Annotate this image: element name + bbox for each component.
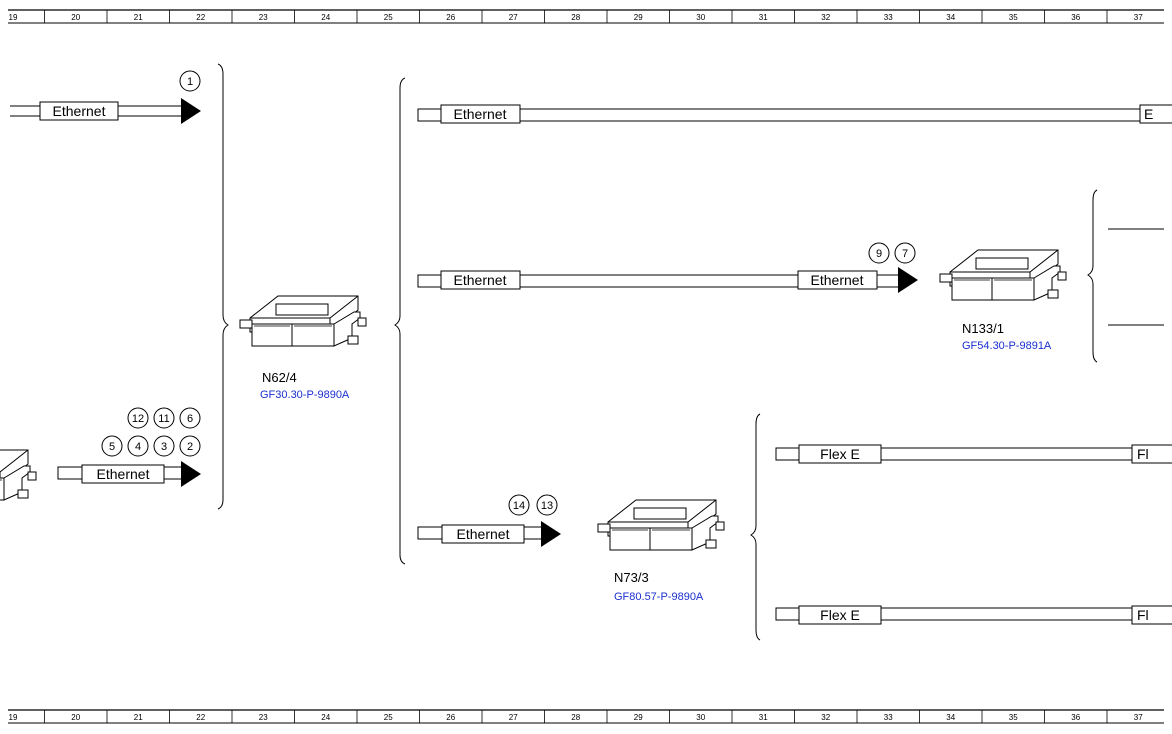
ethernet-label-truncated: E [1144, 106, 1153, 122]
svg-text:9: 9 [876, 248, 882, 260]
grid-label: 35 [1009, 13, 1018, 22]
grid-label: 34 [946, 713, 955, 722]
flex-label: Flex E [820, 446, 860, 462]
grid-label: 29 [634, 713, 643, 722]
ethernet-label: Ethernet [457, 526, 510, 542]
grid-label: 33 [884, 713, 893, 722]
svg-text:11: 11 [158, 413, 169, 425]
reference-link-n73-3[interactable]: GF80.57-P-9890A [614, 591, 704, 603]
grid-label: 26 [446, 13, 455, 22]
grid-label: 36 [1071, 13, 1080, 22]
callout-group-n73: 14 13 [508, 494, 558, 516]
grid-label: 35 [1009, 713, 1018, 722]
svg-text:1: 1 [187, 76, 193, 88]
grid-label: 25 [384, 713, 393, 722]
arrowhead-icon [898, 267, 918, 293]
grid-label: 31 [759, 13, 768, 22]
svg-text:7: 7 [902, 248, 908, 260]
left-bracket [217, 63, 229, 510]
ethernet-label: Ethernet [454, 106, 507, 122]
control-unit-n133-1 [939, 249, 1067, 301]
ethernet-bus-n133: Ethernet Ethernet [417, 267, 918, 293]
flex-label-truncated: Fl [1137, 607, 1149, 623]
grid-label: 28 [571, 13, 580, 22]
callout-1: 1 [179, 70, 201, 92]
grid-label: 23 [259, 13, 268, 22]
grid-label: 27 [509, 13, 518, 22]
flex-label: Flex E [820, 607, 860, 623]
grid-label: 28 [571, 713, 580, 722]
grid-label: 32 [821, 13, 830, 22]
grid-label: 23 [259, 713, 268, 722]
svg-text:5: 5 [109, 441, 115, 453]
svg-text:6: 6 [187, 413, 193, 425]
grid-label: 21 [134, 13, 143, 22]
grid-label: 34 [946, 13, 955, 22]
n133-bracket [1087, 189, 1098, 363]
grid-label: 24 [321, 713, 330, 722]
grid-label: 20 [71, 13, 80, 22]
svg-text:13: 13 [541, 500, 553, 512]
n73-bracket [750, 413, 761, 641]
control-unit-n73-3 [597, 499, 725, 551]
svg-text:3: 3 [161, 441, 167, 453]
callout-group-n133: 9 7 [868, 242, 916, 264]
grid-label: 22 [196, 713, 205, 722]
grid-label: 25 [384, 13, 393, 22]
grid-label: 33 [884, 13, 893, 22]
top-grid-ruler: 19 20 21 22 23 24 25 26 27 28 29 30 31 32 33 34 35 36 37 [8, 9, 1164, 24]
reference-link-n133-1[interactable]: GF54.30-P-9891A [962, 340, 1052, 352]
ethernet-line-n73: Ethernet [417, 521, 561, 547]
arrowhead-icon [181, 461, 201, 487]
device-name-n62-4: N62/4 [262, 370, 297, 385]
grid-label: 26 [446, 713, 455, 722]
grid-label: 30 [696, 13, 705, 22]
grid-label: 29 [634, 13, 643, 22]
ethernet-label: Ethernet [53, 103, 106, 119]
grid-label: 36 [1071, 713, 1080, 722]
svg-text:14: 14 [513, 500, 525, 512]
control-unit-n62-4 [239, 295, 367, 347]
ethernet-label: Ethernet [454, 272, 507, 288]
svg-text:12: 12 [132, 413, 144, 425]
svg-text:2: 2 [187, 441, 193, 453]
device-name-n133-1: N133/1 [962, 321, 1004, 336]
device-name-n73-3: N73/3 [614, 570, 649, 585]
partial-control-unit [0, 449, 37, 501]
grid-label: 32 [821, 713, 830, 722]
grid-label: 19 [9, 13, 18, 22]
grid-label: 31 [759, 713, 768, 722]
ethernet-line-top-left: Ethernet [10, 98, 201, 124]
reference-link-n62-4[interactable]: GF30.30-P-9890A [260, 389, 350, 401]
grid-label: 22 [196, 13, 205, 22]
grid-label: 19 [9, 713, 18, 722]
grid-label: 27 [509, 713, 518, 722]
flex-label-truncated: Fl [1137, 446, 1149, 462]
right-bracket [394, 77, 406, 565]
ethernet-label: Ethernet [97, 466, 150, 482]
grid-label: 24 [321, 13, 330, 22]
callout-group-left: 12 11 6 5 4 3 2 [101, 407, 201, 457]
grid-label: 20 [71, 713, 80, 722]
bottom-grid-ruler: 19 20 21 22 23 24 25 26 27 28 29 30 31 32 33 34 35 36 37 [8, 709, 1164, 724]
arrowhead-icon [541, 521, 561, 547]
ethernet-bus-top: Ethernet E [417, 104, 1172, 124]
svg-text:4: 4 [135, 441, 141, 453]
grid-label: 37 [1134, 713, 1143, 722]
ethernet-line-bottom-left: Ethernet [57, 461, 201, 487]
flexray-line-top: Flex E Fl [775, 444, 1172, 464]
flexray-line-bottom: Flex E Fl [775, 605, 1172, 625]
ethernet-label: Ethernet [811, 272, 864, 288]
grid-label: 30 [696, 713, 705, 722]
arrowhead-icon [181, 98, 201, 124]
grid-label: 21 [134, 713, 143, 722]
grid-label: 37 [1134, 13, 1143, 22]
